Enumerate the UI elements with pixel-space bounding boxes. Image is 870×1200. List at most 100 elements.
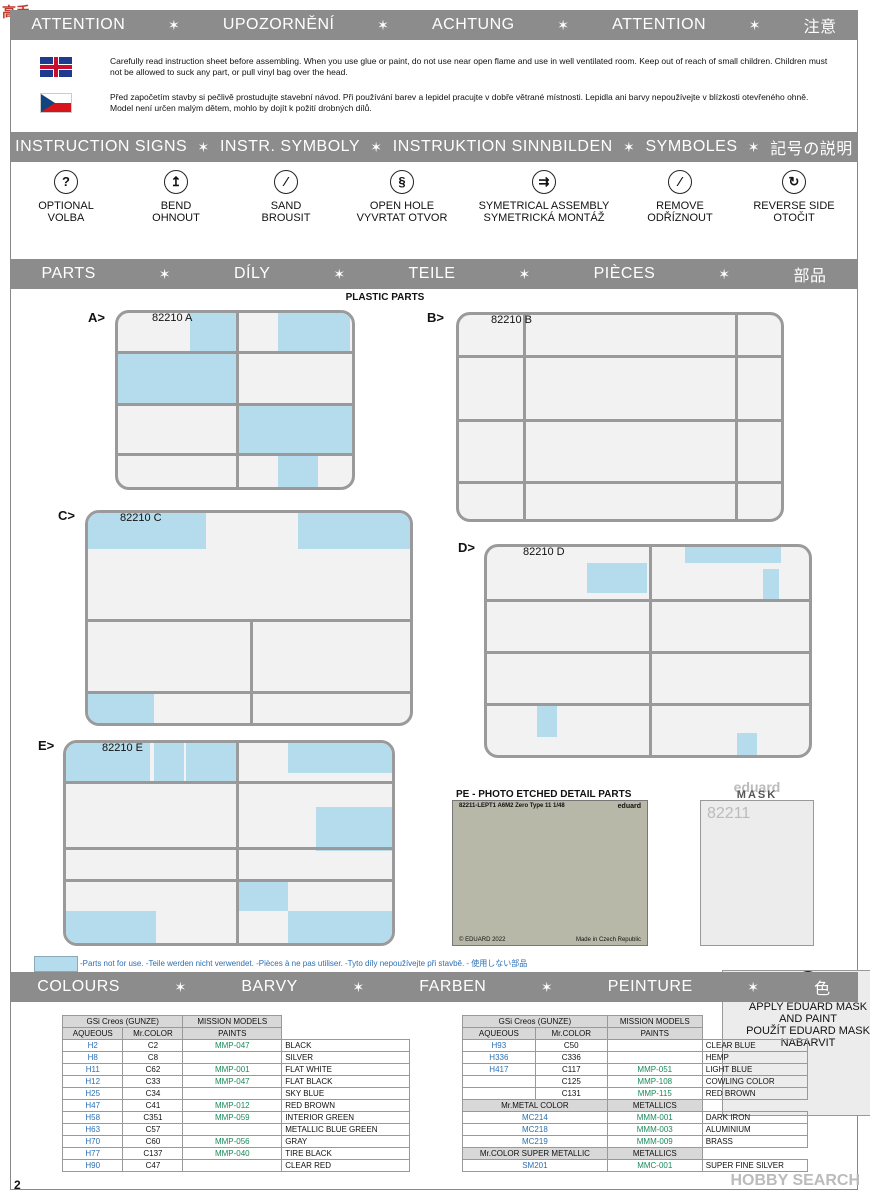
band-text: SYMBOLES: [645, 138, 738, 155]
sign-remove: ∕ REMOVE ODŘÍZNOUT: [636, 170, 724, 224]
table-header: METALLICS: [606, 1099, 703, 1112]
sign-label: OPEN HOLE: [369, 200, 435, 212]
aqueous-code: H63: [61, 1123, 124, 1136]
table-header: Mr.COLOR: [534, 1027, 608, 1040]
colour-name: BRASS: [701, 1135, 809, 1148]
mission-code: [182, 1123, 283, 1136]
colour-name: METALLIC BLUE GREEN: [281, 1123, 410, 1136]
mrcolor-code: C34: [122, 1087, 184, 1100]
aqueous-code: H58: [61, 1111, 124, 1124]
mrcolor-code: C8: [122, 1051, 184, 1064]
mask-code: 82211: [707, 805, 751, 822]
star-icon: ✶: [557, 16, 570, 33]
colour-name: HEMP: [701, 1051, 809, 1064]
mrcolor-code: C57: [122, 1123, 184, 1136]
band-text: INSTRUCTION SIGNS: [15, 138, 188, 155]
metal-code: SM201: [462, 1159, 608, 1172]
colour-name: DARK IRON: [701, 1111, 809, 1124]
sign-label: VOLBA: [47, 212, 85, 224]
attention-band: ATTENTION✶ UPOZORNĚNÍ✶ ACHTUNG✶ ATTENTIO…: [10, 10, 858, 40]
mrcolor-code: C41: [122, 1099, 184, 1112]
colour-table-right: GSi Creos (GUNZE) MISSION MODELS AQUEOUS…: [462, 1015, 809, 1172]
band-text: ATTENTION: [31, 16, 126, 33]
colour-name: SUPER FINE SILVER: [701, 1159, 809, 1172]
aqueous-code: H12: [61, 1075, 124, 1088]
sprue-c: 82210 C: [85, 510, 413, 726]
mission-code: MMC-001: [606, 1159, 703, 1172]
page-number: 2: [14, 1178, 21, 1192]
star-icon: ✶: [333, 265, 346, 282]
table-header: AQUEOUS: [61, 1027, 124, 1040]
metal-code: MC218: [462, 1123, 608, 1136]
mrcolor-code: C137: [122, 1147, 184, 1160]
star-icon: ✶: [174, 978, 187, 995]
colour-name: CLEAR BLUE: [701, 1039, 809, 1052]
not-use-text: -Parts not for use. -Teile werden nicht …: [80, 959, 528, 968]
colour-name: FLAT WHITE: [281, 1063, 410, 1076]
sign-open-hole: § OPEN HOLE VYVRTAT OTVOR: [352, 170, 452, 224]
band-text: COLOURS: [37, 978, 120, 995]
drill-icon: §: [390, 170, 414, 194]
sprue-code: 82210 A: [152, 312, 193, 324]
colours-band: COLOURS✶ BARVY✶ FARBEN✶ PEINTURE✶ 色: [10, 972, 858, 1002]
sign-label: SAND: [270, 200, 302, 212]
table-header: METALLICS: [606, 1147, 703, 1160]
sand-icon: ⁄: [274, 170, 298, 194]
band-text: TEILE: [408, 265, 456, 282]
band-text: 記号の説明: [770, 141, 853, 158]
mission-code: MMP-056: [182, 1135, 283, 1148]
band-text: ATTENTION: [612, 16, 707, 33]
mission-code: MMP-051: [606, 1063, 703, 1076]
metal-code: MC214: [462, 1111, 608, 1124]
mission-code: MMM-001: [606, 1111, 703, 1124]
table-header: MISSION MODELS: [606, 1015, 703, 1028]
star-icon: ✶: [370, 138, 383, 155]
sprue-d: 82210 D: [484, 544, 812, 758]
sign-label: BEND: [160, 200, 192, 212]
warning-en: Carefully read instruction sheet before …: [40, 56, 830, 78]
band-text: INSTRUKTION SINNBILDEN: [392, 138, 613, 155]
band-text: PARTS: [41, 265, 96, 282]
mrcolor-code: C62: [122, 1063, 184, 1076]
band-text: BARVY: [241, 978, 298, 995]
sprue-b: 82210 B: [456, 312, 784, 522]
mrcolor-code: C336: [534, 1051, 608, 1064]
band-text: DÍLY: [233, 265, 271, 282]
table-header: AQUEOUS: [462, 1027, 536, 1040]
bend-icon: ↥: [164, 170, 188, 194]
not-use-swatch: [34, 956, 78, 972]
aqueous-code: H93: [462, 1039, 536, 1052]
cz-flag-icon: [40, 93, 72, 113]
sign-label: POUŽÍT EDUARD MASK: [746, 1025, 870, 1037]
sign-label: APPLY EDUARD MASK: [748, 1001, 868, 1013]
table-header: PAINTS: [606, 1027, 703, 1040]
sign-label: AND PAINT: [779, 1013, 837, 1025]
sign-label: REMOVE: [656, 200, 704, 212]
band-text: FARBEN: [419, 978, 487, 995]
aqueous-code: H2: [61, 1039, 124, 1052]
symmetric-icon: ⇉: [532, 170, 556, 194]
colour-name: INTERIOR GREEN: [281, 1111, 410, 1124]
sign-label: SYMETRICKÁ MONTÁŽ: [483, 212, 605, 224]
remove-icon: ∕: [668, 170, 692, 194]
sign-reverse: ↻ REVERSE SIDE OTOČIT: [746, 170, 842, 224]
aqueous-code: H336: [462, 1051, 536, 1064]
star-icon: ✶: [747, 138, 760, 155]
colour-table-left: GSi Creos (GUNZE) MISSION MODELS AQUEOUS…: [61, 1015, 410, 1172]
mrcolor-code: C60: [122, 1135, 184, 1148]
mission-code: MMP-108: [606, 1075, 703, 1088]
sign-optional: ? OPTIONAL VOLBA: [22, 170, 110, 224]
sprue-c-label: C>: [58, 508, 75, 523]
sprue-b-label: B>: [427, 310, 444, 325]
sprue-e: 82210 E: [63, 740, 395, 946]
sign-symmetrical: ⇉ SYMETRICAL ASSEMBLY SYMETRICKÁ MONTÁŽ: [474, 170, 614, 224]
mask-sheet: eduard MASK 82211: [700, 779, 814, 946]
watermark-text: HOBBY SEARCH: [730, 1172, 861, 1189]
band-text: INSTR. SYMBOLY: [219, 138, 361, 155]
colour-name: FLAT BLACK: [281, 1075, 410, 1088]
table-header: Mr.METAL COLOR: [462, 1099, 608, 1112]
